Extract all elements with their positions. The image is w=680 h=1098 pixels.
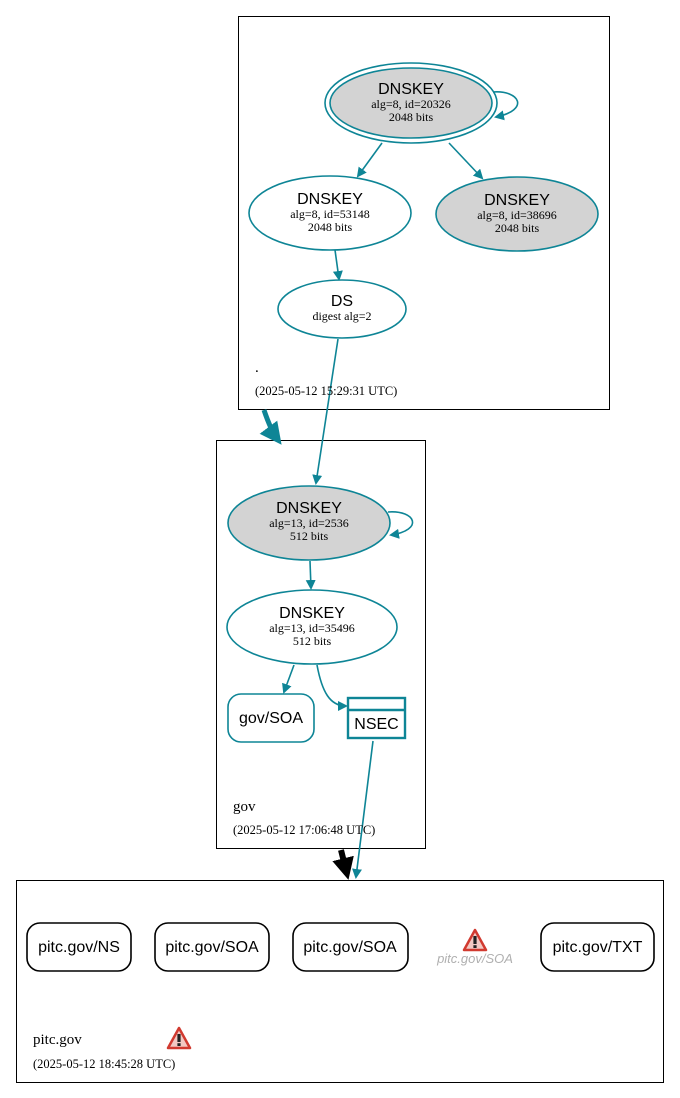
node-root-zsk1-type: DNSKEY [297, 191, 363, 208]
node-gov-soa: gov/SOA [227, 693, 315, 743]
zone-gov-box [216, 440, 426, 849]
node-root-zsk1-bits: 2048 bits [308, 220, 353, 234]
node-gov-ksk-alg: alg=13, id=2536 [269, 516, 349, 530]
edge-gov-ksk-self [387, 511, 414, 539]
edge-root-ksk-zsk2 [448, 142, 484, 180]
node-root-ksk-alg: alg=8, id=20326 [371, 97, 451, 111]
node-pitc-soa-2-label: pitc.gov/SOA [303, 939, 397, 956]
node-root-ds-type: DS [331, 293, 353, 310]
zone-pitc-name: pitc.gov [33, 1032, 82, 1048]
node-pitc-ns-label: pitc.gov/NS [38, 939, 120, 956]
edge-ds-gov-ksk [312, 338, 339, 485]
node-root-ds-digest: digest alg=2 [312, 309, 371, 323]
zone-root-timestamp: (2025-05-12 15:29:31 UTC) [255, 384, 397, 398]
node-root-zsk1: DNSKEY alg=8, id=53148 2048 bits [248, 175, 412, 251]
zone-root-name: . [255, 360, 259, 376]
node-pitc-soa-warning: pitc.gov/SOA [436, 928, 513, 966]
node-gov-zsk-bits: 512 bits [293, 634, 332, 648]
node-root-zsk2-bits: 2048 bits [495, 221, 540, 235]
node-gov-nsec: NSEC [346, 696, 407, 740]
node-pitc-soa-1: pitc.gov/SOA [154, 922, 270, 972]
warning-icon [166, 1026, 192, 1050]
node-pitc-soa-1-label: pitc.gov/SOA [165, 939, 259, 956]
edge-root-ksk-self [492, 91, 519, 121]
zone-gov-name: gov [233, 799, 256, 815]
node-root-ksk: DNSKEY alg=8, id=20326 2048 bits [324, 62, 498, 144]
node-root-ksk-bits: 2048 bits [389, 110, 434, 124]
edge-delegation-gov-pitc [332, 849, 354, 880]
node-gov-ksk-bits: 512 bits [290, 529, 329, 543]
node-root-zsk2-alg: alg=8, id=38696 [477, 208, 557, 222]
edge-gov-zsk-nsec [316, 664, 348, 711]
node-gov-soa-label: gov/SOA [239, 710, 303, 727]
node-pitc-soa-warning-label: pitc.gov/SOA [436, 951, 513, 966]
edge-gov-zsk-soa [282, 664, 295, 694]
node-pitc-ns: pitc.gov/NS [26, 922, 132, 972]
zone-pitc-box [16, 880, 664, 1083]
node-root-zsk2-type: DNSKEY [484, 192, 550, 209]
node-pitc-txt: pitc.gov/TXT [540, 922, 655, 972]
node-gov-zsk: DNSKEY alg=13, id=35496 512 bits [226, 589, 398, 665]
node-gov-zsk-type: DNSKEY [279, 605, 345, 622]
node-root-zsk1-alg: alg=8, id=53148 [290, 207, 370, 221]
node-gov-ksk-type: DNSKEY [276, 500, 342, 517]
node-root-ksk-type: DNSKEY [378, 81, 444, 98]
warning-icon [462, 928, 488, 952]
node-root-zsk2: DNSKEY alg=8, id=38696 2048 bits [435, 176, 599, 252]
node-gov-nsec-label: NSEC [354, 716, 398, 733]
zone-gov-timestamp: (2025-05-12 17:06:48 UTC) [233, 823, 375, 837]
edge-delegation-root-gov [259, 409, 282, 445]
node-gov-ksk: DNSKEY alg=13, id=2536 512 bits [227, 485, 391, 561]
edge-nsec-pitc [352, 740, 374, 879]
node-gov-zsk-alg: alg=13, id=35496 [269, 621, 355, 635]
edge-root-zsk1-ds [332, 249, 343, 281]
edge-root-ksk-zsk1 [356, 142, 383, 178]
edge-gov-ksk-zsk [305, 560, 316, 590]
node-root-ds: DS digest alg=2 [277, 279, 407, 339]
zone-root-box [238, 16, 610, 410]
zone-pitc-timestamp: (2025-05-12 18:45:28 UTC) [33, 1057, 175, 1071]
node-pitc-txt-label: pitc.gov/TXT [553, 939, 643, 956]
node-pitc-soa-2: pitc.gov/SOA [292, 922, 409, 972]
